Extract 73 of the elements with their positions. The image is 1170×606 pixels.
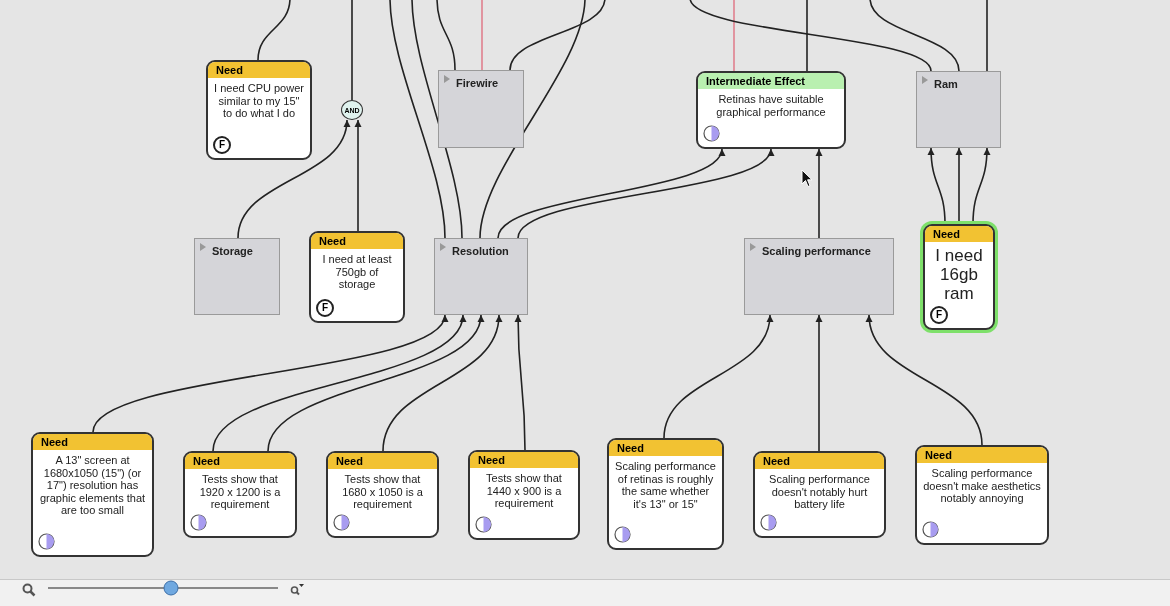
arrow bbox=[354, 119, 362, 232]
need-card bbox=[468, 450, 580, 540]
card-header: Need bbox=[755, 453, 884, 469]
group-box bbox=[434, 238, 528, 315]
connector-line bbox=[257, 0, 291, 61]
connector-line bbox=[351, 0, 353, 101]
card-header: Need bbox=[185, 453, 295, 469]
card-text: Scaling performance doesn't make aesthetics notably annoying bbox=[922, 466, 1042, 505]
arrow bbox=[514, 314, 526, 451]
card-header: Need bbox=[328, 453, 437, 469]
group-title: Storage bbox=[212, 245, 253, 257]
group-box bbox=[744, 238, 894, 315]
connector-line bbox=[436, 0, 456, 71]
f-marker: F bbox=[930, 306, 948, 324]
card-header: Need bbox=[208, 62, 310, 78]
arrow bbox=[497, 148, 723, 239]
card-text: Scaling performance doesn't notably hurt battery life bbox=[768, 472, 871, 511]
need-card bbox=[915, 445, 1049, 545]
arrow bbox=[866, 314, 983, 446]
effect-card bbox=[696, 71, 846, 149]
f-marker: F bbox=[316, 299, 334, 317]
card-text: Retinas have suitable graphical performance bbox=[715, 92, 827, 118]
arrow bbox=[815, 314, 823, 452]
card-text: Tests show that 1440 x 900 is a requirement bbox=[485, 471, 563, 510]
connector-line bbox=[479, 0, 586, 239]
card-text: I need 16gb ram bbox=[934, 245, 984, 303]
arrow bbox=[267, 314, 483, 452]
connector-line bbox=[869, 0, 960, 72]
card-header: Need bbox=[609, 440, 722, 456]
and-gate-circle bbox=[341, 100, 363, 120]
card-header: Need bbox=[33, 434, 152, 450]
arrow bbox=[237, 119, 350, 239]
arrow bbox=[92, 314, 446, 433]
card-text: I need CPU power similar to my 15" to do what I do bbox=[213, 81, 305, 120]
connector-line bbox=[689, 0, 932, 72]
card-text: Tests show that 1680 x 1050 is a requirement bbox=[341, 472, 424, 511]
need-card bbox=[607, 438, 724, 550]
need-card bbox=[923, 224, 995, 330]
arrow bbox=[382, 314, 502, 452]
arrow bbox=[663, 314, 773, 439]
connector-line bbox=[733, 0, 735, 72]
connector-line bbox=[509, 0, 606, 71]
card-header: Need bbox=[470, 452, 578, 468]
arrow bbox=[517, 148, 772, 239]
group-title: Scaling performance bbox=[762, 245, 871, 257]
arrow bbox=[212, 314, 465, 452]
need-card bbox=[326, 451, 439, 538]
group-box bbox=[194, 238, 280, 315]
need-card bbox=[753, 451, 886, 538]
connector-line bbox=[806, 0, 808, 72]
f-marker: F bbox=[213, 136, 231, 154]
card-text: I need at least 750gb of storage bbox=[321, 252, 393, 291]
group-box bbox=[438, 70, 524, 148]
connector-line bbox=[411, 0, 463, 239]
group-title: Ram bbox=[934, 78, 958, 90]
connector-line bbox=[389, 0, 446, 239]
need-card bbox=[31, 432, 154, 557]
card-header: Intermediate Effect bbox=[698, 73, 844, 89]
need-card bbox=[183, 451, 297, 538]
card-text: Scaling performance of retinas is roughly the same whether it's 13" or 15" bbox=[614, 459, 717, 510]
need-card bbox=[309, 231, 405, 323]
group-title: Firewire bbox=[456, 77, 499, 89]
arrow bbox=[815, 148, 823, 239]
connector-line bbox=[481, 0, 483, 71]
card-header: Need bbox=[311, 233, 403, 249]
group-box bbox=[916, 71, 1001, 148]
card-header: Need bbox=[925, 226, 993, 242]
group-title: Resolution bbox=[452, 245, 509, 257]
card-text: Tests show that 1920 x 1200 is a requirement bbox=[198, 472, 282, 511]
card-text: A 13" screen at 1680x1050 (15") (or 17") resolution has graphic elements that are too small bbox=[38, 453, 147, 517]
connector-line bbox=[986, 0, 988, 72]
card-header: Need bbox=[917, 447, 1047, 463]
need-card bbox=[206, 60, 312, 160]
